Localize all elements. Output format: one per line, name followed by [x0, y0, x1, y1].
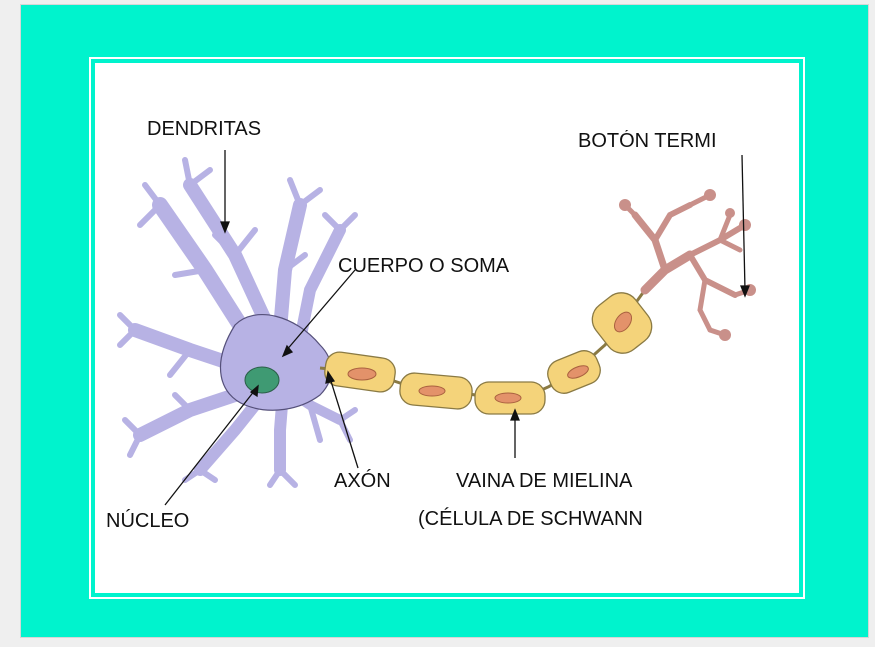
nucleus-shape: [245, 367, 279, 393]
label-dendrites: DENDRITAS: [147, 118, 261, 141]
label-myelin-line1: VAINA DE MIELINA: [456, 470, 632, 493]
label-myelin-line2: (CÉLULA DE SCHWANN: [418, 508, 643, 531]
neuron-soma-dendrites: [120, 160, 355, 485]
myelin-sheath: [320, 286, 659, 414]
label-nucleus: NÚCLEO: [106, 510, 189, 533]
label-terminal-button: BOTÓN TERMI: [578, 130, 783, 153]
label-soma: CUERPO O SOMA: [338, 255, 509, 278]
label-axon: AXÓN: [334, 470, 391, 493]
